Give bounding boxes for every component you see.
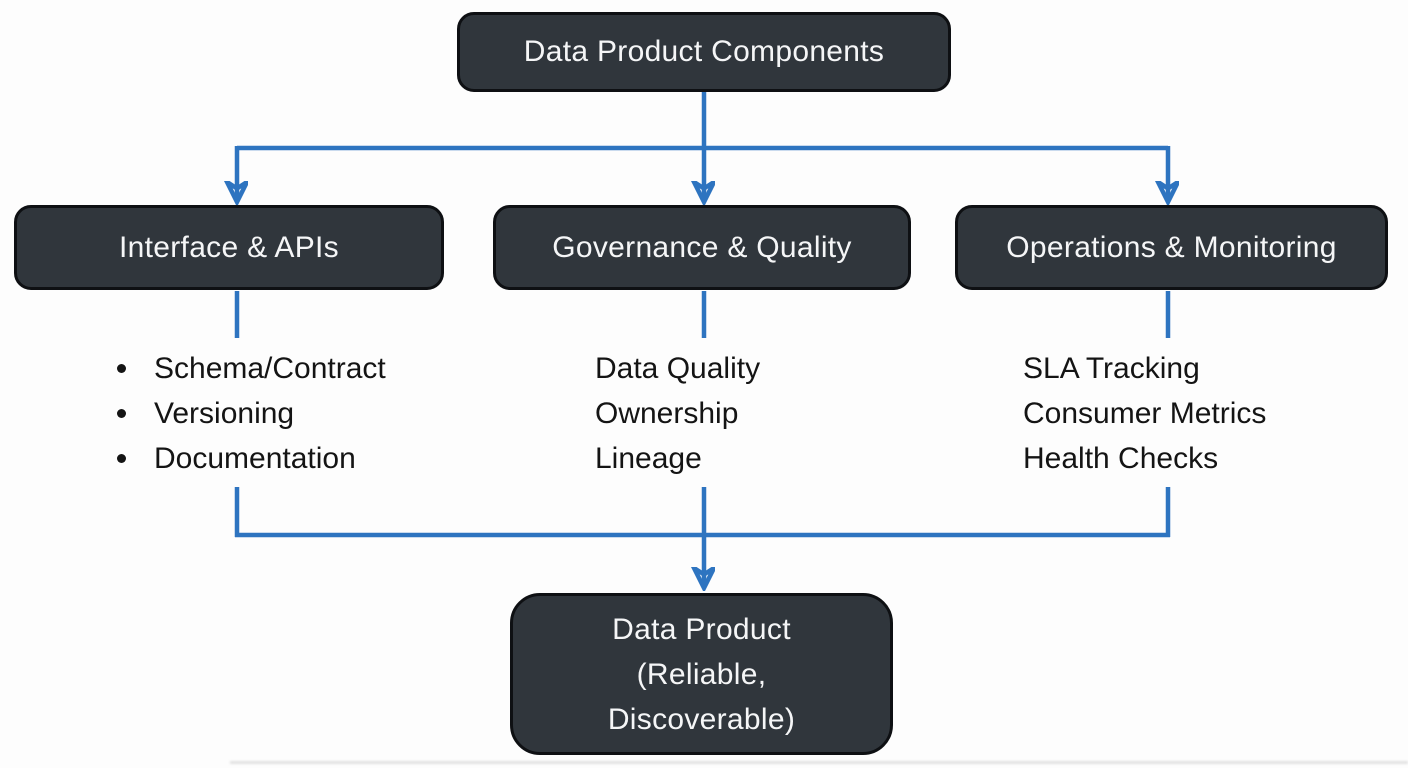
bottom-shadow-line xyxy=(230,761,1408,764)
list-item: Consumer Metrics xyxy=(1023,391,1266,436)
list-item-label: Versioning xyxy=(154,396,295,430)
list-item-label: Documentation xyxy=(154,441,356,475)
node-label-line: (Reliable, xyxy=(636,657,767,691)
bullet-dot-icon xyxy=(117,409,126,418)
node-label: Interface & APIs xyxy=(119,230,339,264)
node-operations-monitoring: Operations & Monitoring xyxy=(955,205,1388,290)
list-item-label: Data Quality xyxy=(595,351,761,385)
list-item-label: Lineage xyxy=(595,441,702,475)
node-label-line: Discoverable) xyxy=(607,702,796,736)
list-item: Health Checks xyxy=(1023,436,1266,481)
list-item: Data Quality xyxy=(595,346,760,391)
node-data-product-components: Data Product Components xyxy=(457,12,951,92)
list-item-label: Health Checks xyxy=(1023,441,1219,475)
operations-feature-list: SLA Tracking Consumer Metrics Health Che… xyxy=(1023,346,1266,481)
list-item: Documentation xyxy=(100,436,386,481)
node-data-product-result: Data Product (Reliable, Discoverable) xyxy=(510,593,893,755)
list-item: Schema/Contract xyxy=(100,346,386,391)
list-item: Ownership xyxy=(595,391,760,436)
node-label: Data Product Components xyxy=(523,35,885,68)
bullet-dot-icon xyxy=(117,454,126,463)
node-label: Governance & Quality xyxy=(552,230,852,264)
node-interface-apis: Interface & APIs xyxy=(14,205,444,290)
governance-feature-list: Data Quality Ownership Lineage xyxy=(595,346,760,481)
list-item: Versioning xyxy=(100,391,386,436)
list-item: Lineage xyxy=(595,436,760,481)
list-item: SLA Tracking xyxy=(1023,346,1266,391)
interface-feature-list: Schema/Contract Versioning Documentation xyxy=(100,346,386,481)
bullet-dot-icon xyxy=(117,364,126,373)
node-label-line: Data Product xyxy=(612,612,791,646)
list-item-label: Schema/Contract xyxy=(154,351,386,385)
list-item-label: SLA Tracking xyxy=(1023,351,1200,385)
node-label: Operations & Monitoring xyxy=(1006,230,1337,264)
list-item-label: Ownership xyxy=(595,396,739,430)
node-governance-quality: Governance & Quality xyxy=(493,205,911,290)
list-item-label: Consumer Metrics xyxy=(1023,396,1267,430)
